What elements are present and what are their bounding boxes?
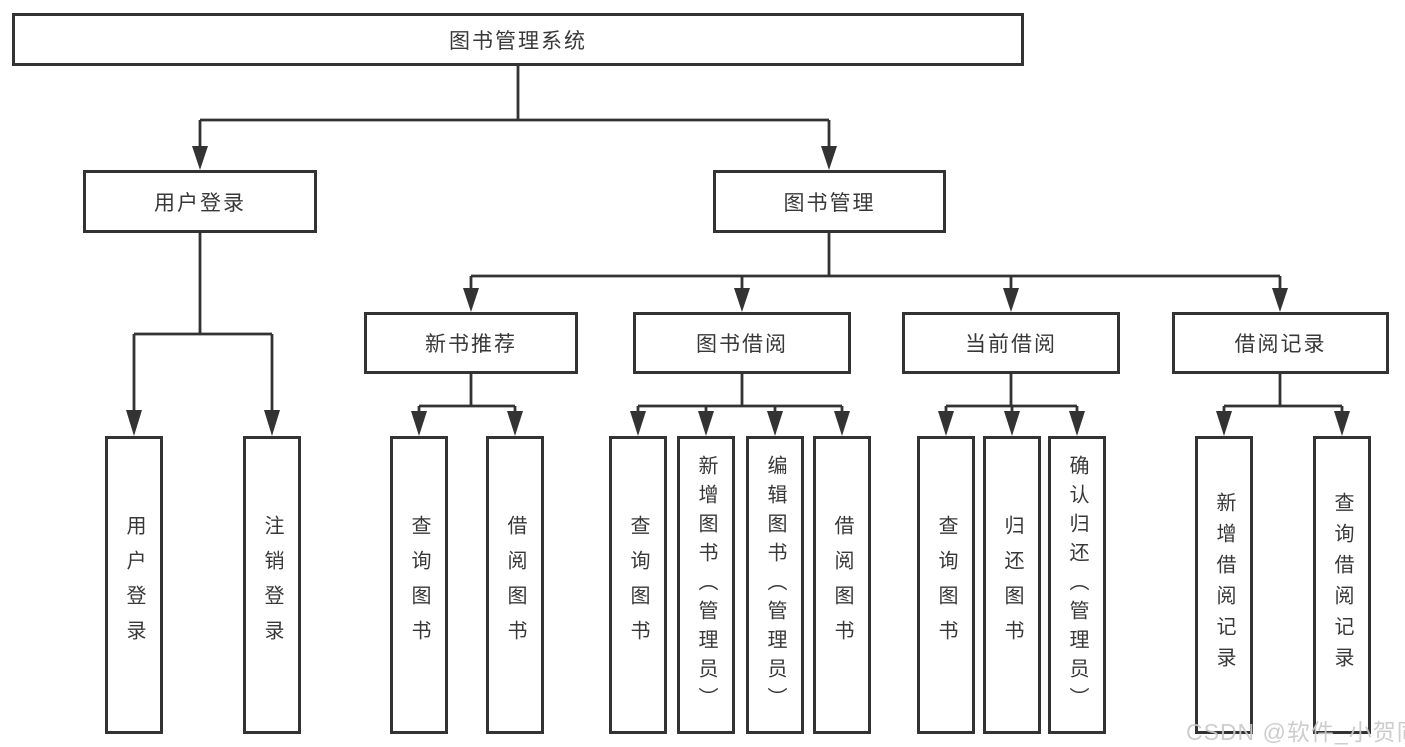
connector-root-to-level2 (192, 66, 837, 170)
node-edit-book-admin: 编辑图书（管理员） (746, 436, 804, 734)
node-user-login-leaf: 用户登录 (105, 436, 163, 734)
node-new-book-recommendation: 新书推荐 (364, 312, 578, 374)
node-borrow-books-newbook: 借阅图书 (486, 436, 544, 734)
node-return-books: 归还图书 (983, 436, 1041, 734)
node-book-management-branch: 图书管理 (713, 170, 946, 233)
node-logout-leaf: 注销登录 (243, 436, 301, 734)
connector-borrow-record-to-leaves (1216, 374, 1350, 436)
connector-book-borrow-to-leaves (630, 374, 850, 436)
node-book-borrowing: 图书借阅 (633, 312, 851, 374)
node-add-book-admin: 新增图书（管理员） (677, 436, 735, 734)
node-book-management-system: 图书管理系统 (12, 13, 1024, 66)
node-user-login-branch: 用户登录 (83, 170, 317, 233)
node-query-books-current: 查询图书 (917, 436, 975, 734)
watermark-text: CSDN @软件_小贺同学 (1186, 719, 1405, 745)
node-confirm-return-admin: 确认归还（管理员） (1048, 436, 1106, 734)
node-query-books-newbook: 查询图书 (390, 436, 448, 734)
node-current-borrowing: 当前借阅 (902, 312, 1120, 374)
node-query-borrow-record: 查询借阅记录 (1313, 436, 1371, 734)
node-add-borrow-record: 新增借阅记录 (1195, 436, 1253, 734)
connector-new-book-to-leaves (411, 374, 523, 436)
node-query-books-borrow: 查询图书 (609, 436, 667, 734)
connector-current-borrow-to-leaves (938, 374, 1085, 436)
node-borrow-books-leaf: 借阅图书 (813, 436, 871, 734)
node-borrowing-records: 借阅记录 (1172, 312, 1389, 374)
connector-user-login-to-leaves (126, 233, 280, 436)
connector-book-management-to-level3 (463, 233, 1288, 312)
